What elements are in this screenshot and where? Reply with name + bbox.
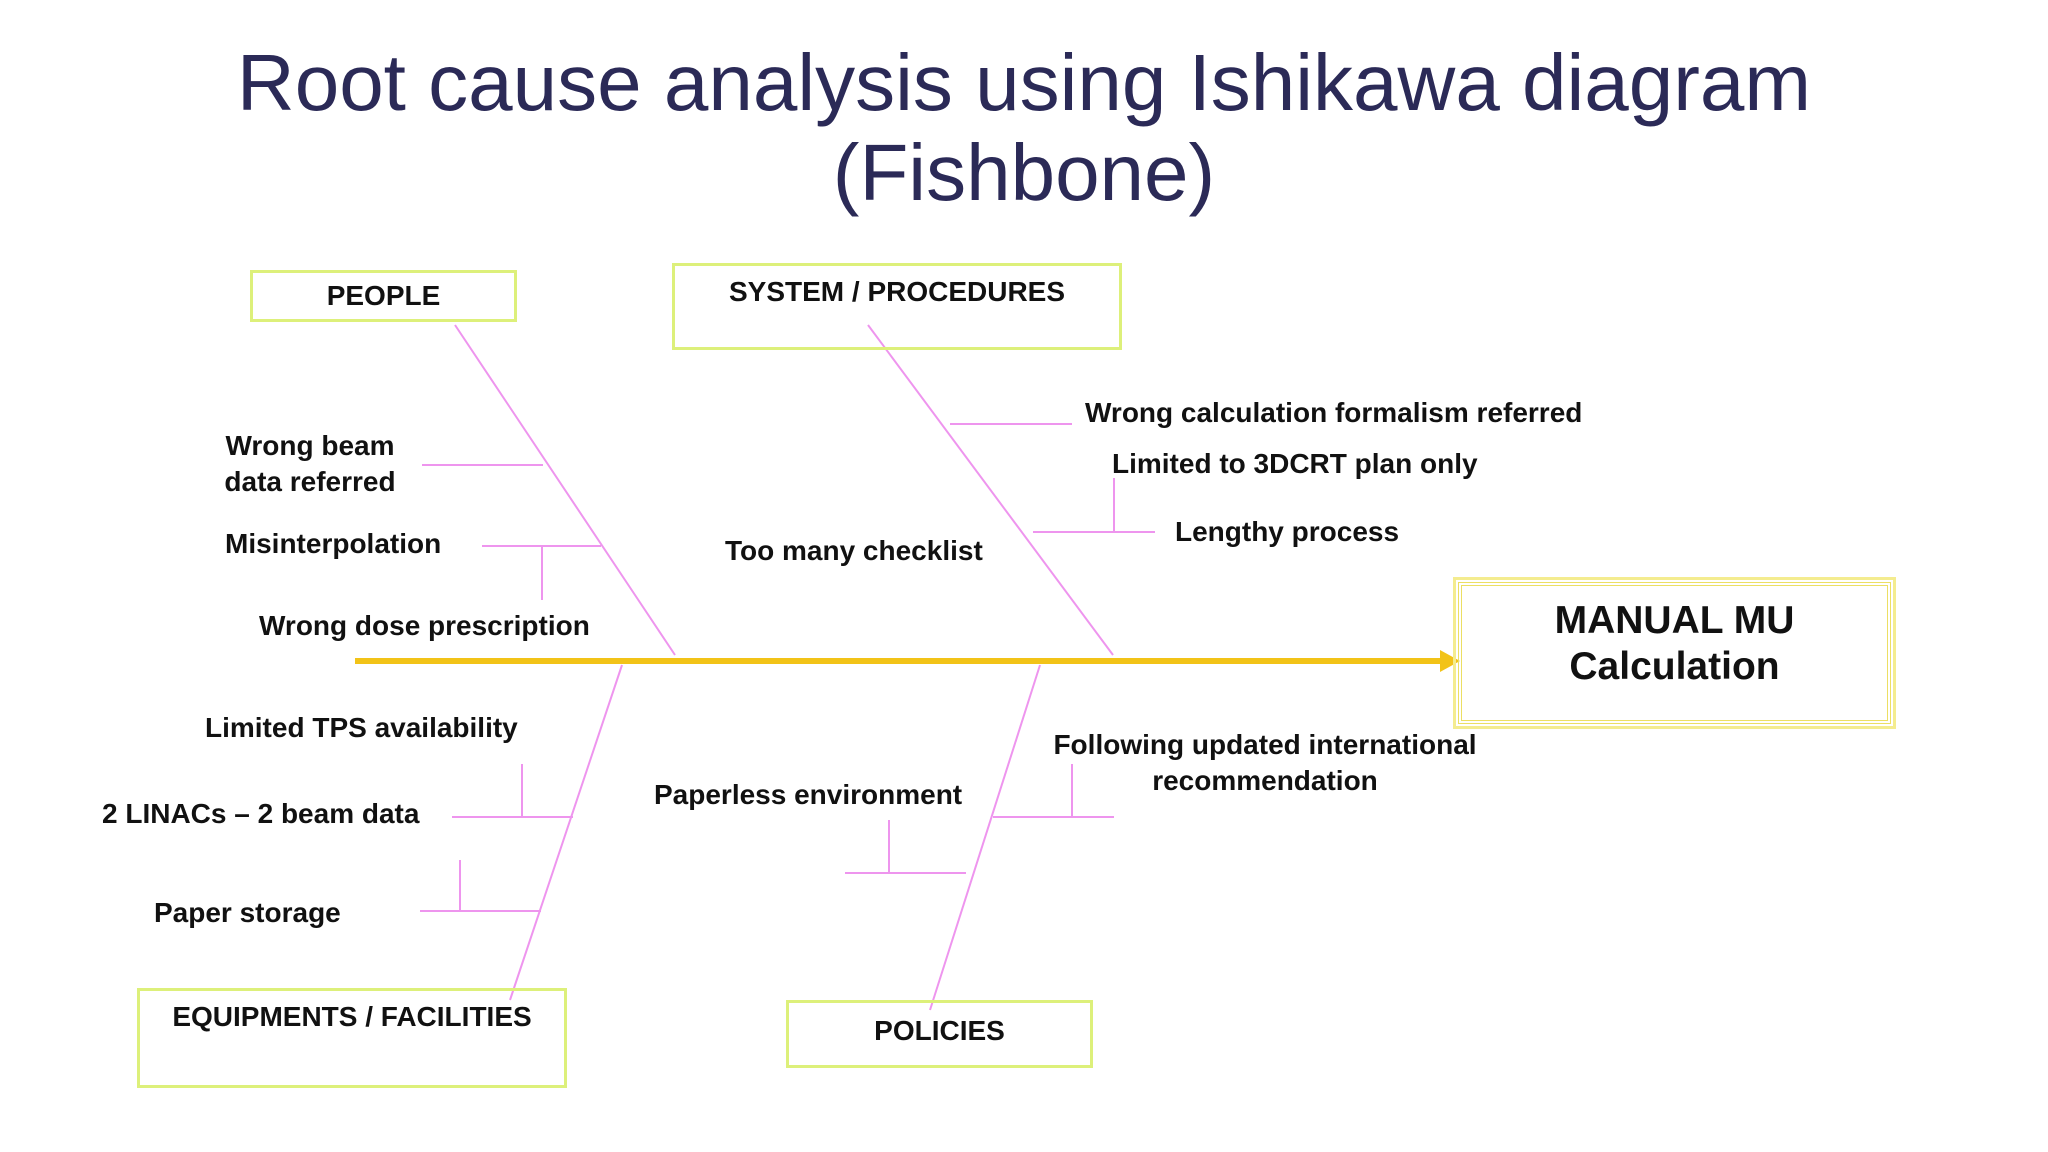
title-line-2: (Fishbone) (832, 128, 1216, 217)
cause-two-linacs: 2 LINACs – 2 beam data (102, 798, 420, 829)
category-label-equipment: EQUIPMENTS / FACILITIES (172, 1001, 532, 1032)
cause-limited-tps: Limited TPS availability (205, 712, 518, 743)
cause-too-many-checklist: Too many checklist (725, 535, 983, 566)
cause-wrong-beam-data-line-2: data referred (224, 466, 396, 497)
title-line-1: Root cause analysis using Ishikawa diagr… (236, 38, 1812, 127)
cause-wrong-beam-data: Wrong beam data referred (210, 428, 410, 500)
effect-box: MANUAL MU Calculation (1453, 577, 1896, 729)
cause-international-recommendation: Following updated international recommen… (1030, 727, 1500, 799)
bone-policies (929, 664, 1041, 1011)
spine-arrowhead (1440, 650, 1460, 672)
category-box-equipment: EQUIPMENTS / FACILITIES (137, 988, 567, 1088)
cause-limited-3dcrt: Limited to 3DCRT plan only (1112, 448, 1478, 479)
cause-lengthy-process: Lengthy process (1175, 516, 1400, 547)
category-label-system: SYSTEM / PROCEDURES (728, 276, 1066, 307)
category-box-system: SYSTEM / PROCEDURES (672, 263, 1122, 350)
page-title: Root cause analysis using Ishikawa diagr… (0, 38, 2048, 218)
category-label-policies: POLICIES (874, 1015, 1005, 1046)
cause-wrong-beam-data-line-1: Wrong beam (225, 430, 395, 461)
bone-system (867, 324, 1114, 656)
bone-equipment (509, 664, 623, 1001)
category-label-people: PEOPLE (326, 280, 441, 311)
cause-paperless-environment: Paperless environment (654, 779, 963, 810)
cause-paper-storage: Paper storage (154, 897, 341, 928)
cause-wrong-dose-prescription: Wrong dose prescription (259, 610, 590, 641)
effect-label-line-1: MANUAL MU (1554, 599, 1795, 642)
category-box-policies: POLICIES (786, 1000, 1093, 1068)
category-box-people: PEOPLE (250, 270, 517, 322)
bone-people (454, 324, 676, 656)
cause-intl-recommendation-line-2: recommendation (1152, 765, 1378, 796)
cause-misinterpolation: Misinterpolation (225, 528, 442, 559)
cause-intl-recommendation-line-1: Following updated international (1053, 729, 1477, 760)
effect-label-line-2: Calculation (1569, 645, 1780, 688)
cause-wrong-calculation-formalism: Wrong calculation formalism referred (1085, 397, 1583, 428)
